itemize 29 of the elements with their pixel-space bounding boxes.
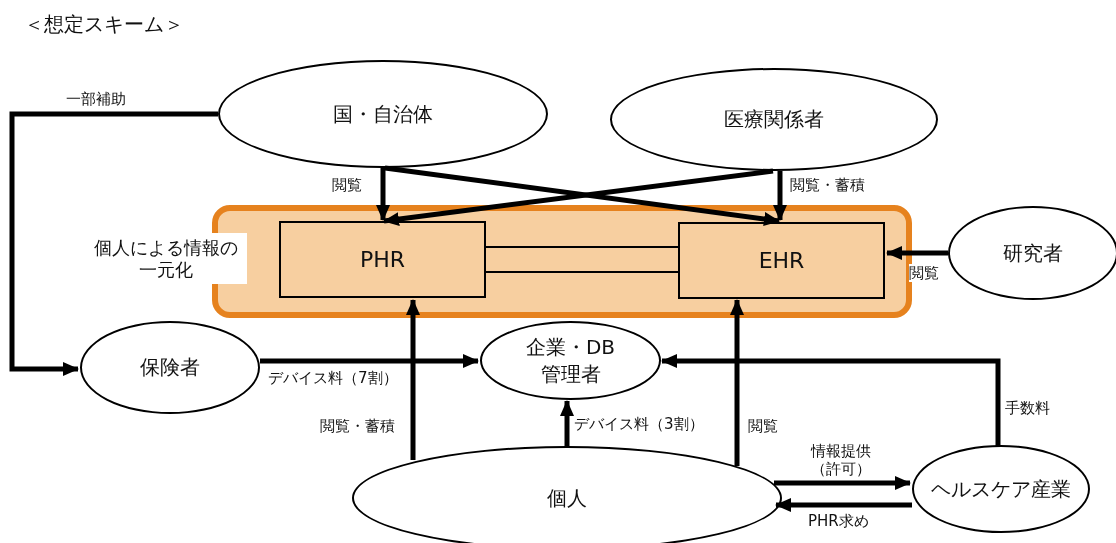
edge-label: PHR求め: [808, 512, 869, 530]
ellipse: 企業・DB管理者: [480, 321, 661, 400]
ellipse: 研究者: [948, 206, 1116, 300]
ellipse: 医療関係者: [610, 68, 938, 171]
ellipse: 個人: [352, 446, 782, 543]
ellipse: ヘルスケア産業: [912, 445, 1090, 533]
arrow: [886, 246, 948, 260]
arrow: [260, 354, 479, 368]
arrow: [730, 299, 744, 466]
ellipse: 保険者: [80, 321, 260, 414]
arrow: [774, 476, 911, 490]
edge-label: 閲覧: [332, 176, 362, 194]
edge-label: 手数料: [1005, 399, 1050, 417]
process-box: PHR: [279, 221, 486, 298]
arrow: [406, 299, 420, 460]
arrow: [775, 498, 912, 512]
edge-label: 閲覧・蓄積: [790, 176, 865, 194]
ellipse: 国・自治体: [218, 60, 548, 168]
edge-label: 閲覧・蓄積: [320, 417, 395, 435]
arrow: [661, 354, 1001, 446]
arrow: [9, 111, 218, 376]
edge-label: 閲覧: [909, 264, 939, 282]
process-box: EHR: [678, 222, 885, 299]
arrow: [560, 400, 574, 448]
arrow: [376, 168, 390, 221]
double-line: [485, 246, 679, 273]
arrow: [773, 171, 787, 221]
edge-label: 一部補助: [66, 90, 126, 108]
edge-label: 閲覧: [748, 417, 778, 435]
